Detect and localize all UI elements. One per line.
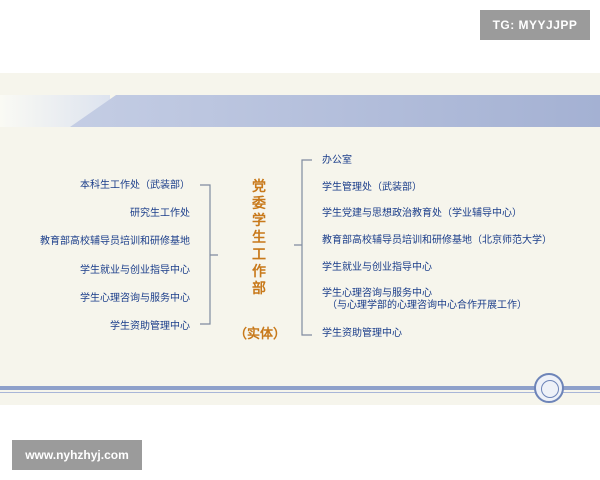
left-item-undergrad: 本科生工作处（武装部） — [80, 180, 190, 191]
left-item-counselor-base: 教育部高校辅导员培训和研修基地 — [40, 236, 190, 247]
right-item-employment: 学生就业与创业指导中心 — [322, 262, 432, 274]
center-title-char: 工 — [252, 247, 266, 263]
header-banner — [70, 95, 600, 127]
center-title-char: 部 — [252, 281, 266, 297]
watermark-tg-badge: TG: MYYJJPP — [480, 10, 590, 40]
footer-rule-thin — [0, 392, 600, 393]
right-item-label: 学生心理咨询与服务中心 — [322, 288, 432, 299]
center-title-char: 作 — [252, 264, 266, 280]
right-item-label: 教育部高校辅导员培训和研修基地（北京师范大学） — [322, 235, 552, 246]
right-item-office: 办公室 — [322, 155, 352, 167]
center-title-char: 委 — [252, 196, 266, 212]
slide: 本科生工作处（武装部） 研究生工作处 教育部高校辅导员培训和研修基地 学生就业与… — [0, 73, 600, 405]
university-seal-icon — [534, 373, 564, 403]
center-title-char: 生 — [252, 230, 266, 246]
right-item-student-management: 学生管理处（武装部） — [322, 182, 422, 194]
right-item-label: 办公室 — [322, 155, 352, 166]
connector-braces — [200, 159, 312, 336]
right-item-label: 学生资助管理中心 — [322, 328, 402, 339]
left-item-employment: 学生就业与创业指导中心 — [80, 265, 190, 276]
left-brace — [200, 184, 218, 325]
center-subtitle: （实体） — [233, 327, 286, 342]
right-item-note: （与心理学部的心理咨询中心合作开展工作） — [327, 300, 527, 311]
right-item-label: 学生就业与创业指导中心 — [322, 262, 432, 273]
watermark-site-badge: www.nyhzhyj.com — [12, 440, 142, 470]
right-item-label: 学生管理处（武装部） — [322, 182, 422, 193]
right-item-party-building: 学生党建与思想政治教育处（学业辅导中心） — [322, 208, 522, 220]
footer-rule — [0, 386, 600, 390]
right-item-psychology: 学生心理咨询与服务中心 （与心理学部的心理咨询中心合作开展工作） — [322, 288, 527, 312]
right-item-financial-aid: 学生资助管理中心 — [322, 328, 402, 340]
watermark-site-text: www.nyhzhyj.com — [25, 448, 129, 462]
watermark-tg-text: TG: MYYJJPP — [492, 18, 578, 32]
left-item-financial-aid: 学生资助管理中心 — [110, 321, 190, 332]
left-item-graduate: 研究生工作处 — [130, 208, 190, 219]
center-title-char: 学 — [252, 213, 266, 229]
right-brace — [294, 159, 312, 336]
center-title-vertical: 党 委 学 生 工 作 部 — [250, 179, 268, 298]
right-item-counselor-base: 教育部高校辅导员培训和研修基地（北京师范大学） — [322, 235, 552, 247]
left-item-psychology: 学生心理咨询与服务中心 — [80, 293, 190, 304]
center-title-char: 党 — [252, 179, 266, 195]
right-item-label: 学生党建与思想政治教育处（学业辅导中心） — [322, 208, 522, 219]
